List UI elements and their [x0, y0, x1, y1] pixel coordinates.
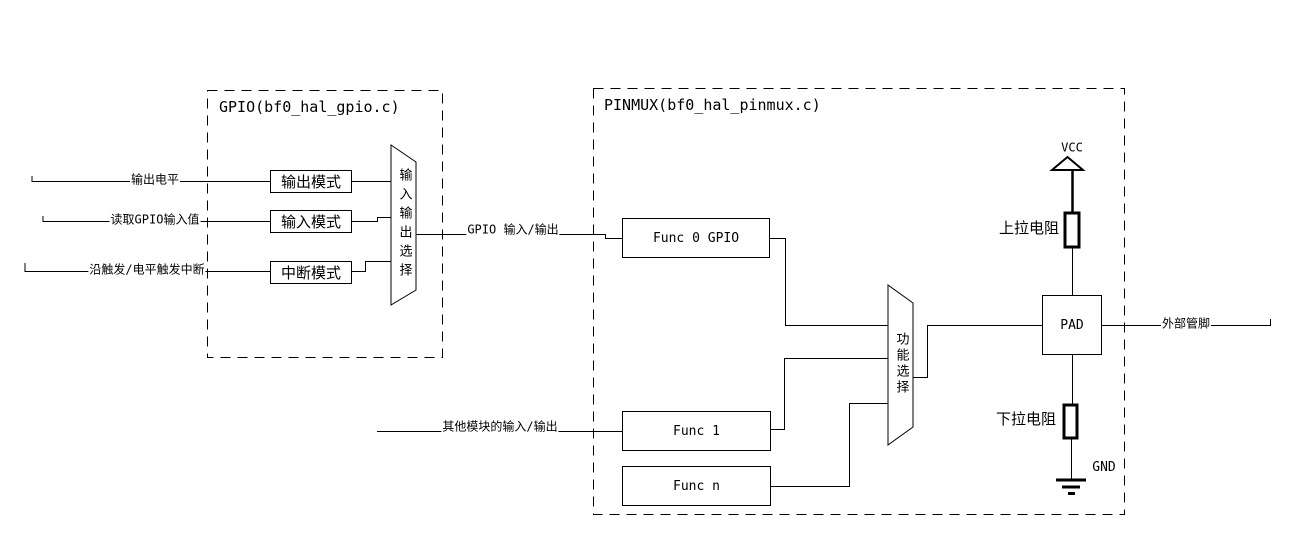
wire-label-output-level: 输出电平: [129, 172, 181, 187]
wire-label-interrupt-trigger: 沿触发/电平触发中断: [88, 262, 206, 277]
wire-label-external-pin: 外部管脚: [1160, 316, 1212, 331]
wire-label-gpio-io: GPIO 输入/输出: [466, 222, 560, 237]
function-select-mux-shape: [887, 284, 914, 446]
gpio-group-title: GPIO(bf0_hal_gpio.c): [217, 98, 402, 116]
gpio-group-border: [207, 90, 443, 358]
gnd-label: GND: [1092, 459, 1116, 475]
wire-label-read-gpio-input: 读取GPIO输入值: [109, 212, 201, 227]
wire-funcn-to-mux: [771, 403, 888, 487]
pinmux-group-title: PINMUX(bf0_hal_pinmux.c): [602, 96, 823, 114]
wire-label-other-modules: 其他模块的输入/输出: [441, 419, 559, 434]
funcn-box: Func n: [622, 466, 771, 506]
output-mode-box: 输出模式: [270, 170, 352, 193]
pad-box: PAD: [1042, 295, 1102, 355]
wire-inputmode-to-mux: [352, 217, 391, 222]
io-select-mux-shape: [390, 144, 417, 306]
function-select-mux-label: 功能选择: [893, 332, 909, 396]
interrupt-mode-box: 中断模式: [270, 261, 352, 284]
wire-output-level: [31, 176, 270, 182]
wire-mux-to-pad: [913, 325, 1042, 378]
wire-intmode-to-mux: [352, 261, 391, 272]
pullup-resistor: [1063, 211, 1081, 249]
wire-func1-to-mux: [771, 358, 888, 430]
wire-external-pin: [1102, 319, 1271, 326]
pulldown-resistor-label: 下拉电阻: [995, 409, 1057, 428]
pullup-resistor-label: 上拉电阻: [998, 218, 1060, 237]
func0-gpio-box: Func 0 GPIO: [622, 218, 770, 258]
wire-func0-to-mux: [770, 238, 888, 326]
vcc-label: VCC: [1061, 140, 1083, 155]
vcc-symbol: [1049, 155, 1086, 171]
pulldown-resistor: [1062, 403, 1079, 440]
gnd-symbol: [1056, 478, 1086, 495]
func1-box: Func 1: [622, 411, 771, 451]
input-mode-box: 输入模式: [270, 210, 352, 233]
pinmux-group-border: [593, 88, 1125, 515]
io-select-mux-label: 输入输出选择: [396, 168, 412, 282]
